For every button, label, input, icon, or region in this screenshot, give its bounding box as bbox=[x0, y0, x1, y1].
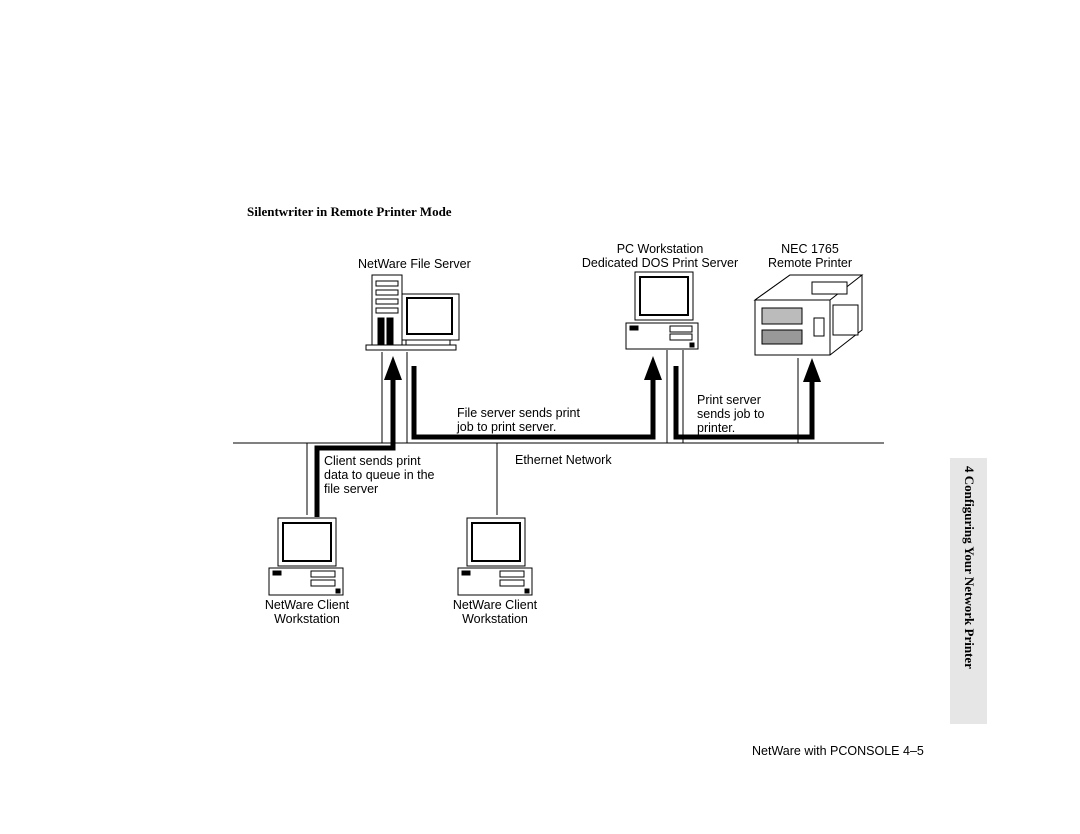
chapter-tab-text-box: 4 Configuring Your Network Printer bbox=[950, 458, 987, 724]
client2-label: NetWare Client Workstation bbox=[438, 598, 552, 626]
client-to-fileserver-arrow-path bbox=[314, 376, 396, 517]
file-server-icon bbox=[365, 274, 460, 351]
print-server-label: PC Workstation Dedicated DOS Print Serve… bbox=[570, 242, 750, 270]
printer-label-line2: Remote Printer bbox=[767, 256, 853, 270]
ethernet-network-label: Ethernet Network bbox=[515, 453, 612, 467]
annotation-client-line2: data to queue in the bbox=[324, 468, 435, 482]
client2-label-line2: Workstation bbox=[462, 612, 528, 626]
client1-label-line1: NetWare Client bbox=[264, 598, 350, 612]
arrowhead-up-fileserver bbox=[384, 356, 402, 380]
client1-label: NetWare Client Workstation bbox=[250, 598, 364, 626]
arrowhead-up-printer bbox=[803, 358, 821, 382]
print-server-label-line2: Dedicated DOS Print Server bbox=[581, 256, 739, 270]
annotation-file-to-print-line2: job to print server. bbox=[457, 420, 557, 434]
annotation-client-line1: Client sends print bbox=[324, 454, 421, 468]
client2-icon bbox=[457, 517, 533, 596]
file-server-label: NetWare File Server bbox=[358, 257, 471, 271]
chapter-tab bbox=[950, 458, 987, 724]
client1-label-line2: Workstation bbox=[274, 612, 340, 626]
printer-icon bbox=[753, 274, 864, 356]
arrowhead-up-printserver bbox=[644, 356, 662, 380]
printer-label: NEC 1765 Remote Printer bbox=[760, 242, 860, 270]
chapter-tab-text: 4 Configuring Your Network Printer bbox=[961, 466, 977, 669]
printserver-to-printer-arrow-path bbox=[673, 366, 815, 440]
annotation-file-to-print: File server sends print job to print ser… bbox=[457, 406, 580, 434]
print-server-label-line1: PC Workstation bbox=[616, 242, 704, 256]
annotation-print-to-printer-line1: Print server bbox=[697, 393, 761, 407]
annotation-print-to-printer: Print server sends job to printer. bbox=[697, 393, 764, 435]
print-server-icon bbox=[625, 271, 699, 350]
footer-title: NetWare with PCONSOLE bbox=[752, 744, 900, 758]
client1-icon bbox=[268, 517, 344, 596]
diagram-heading: Silentwriter in Remote Printer Mode bbox=[247, 204, 452, 219]
printer-label-line1: NEC 1765 bbox=[781, 242, 839, 256]
annotation-file-to-print-line1: File server sends print bbox=[457, 406, 580, 420]
annotation-client-line3: file server bbox=[324, 482, 379, 496]
annotation-client: Client sends print data to queue in the … bbox=[324, 454, 435, 496]
annotation-print-to-printer-line2: sends job to bbox=[697, 407, 765, 421]
annotation-print-to-printer-line3: printer. bbox=[697, 421, 736, 435]
footer-page-number: 4–5 bbox=[903, 744, 924, 758]
fileserver-to-printserver-arrow-path bbox=[411, 366, 656, 440]
client2-label-line1: NetWare Client bbox=[452, 598, 538, 612]
